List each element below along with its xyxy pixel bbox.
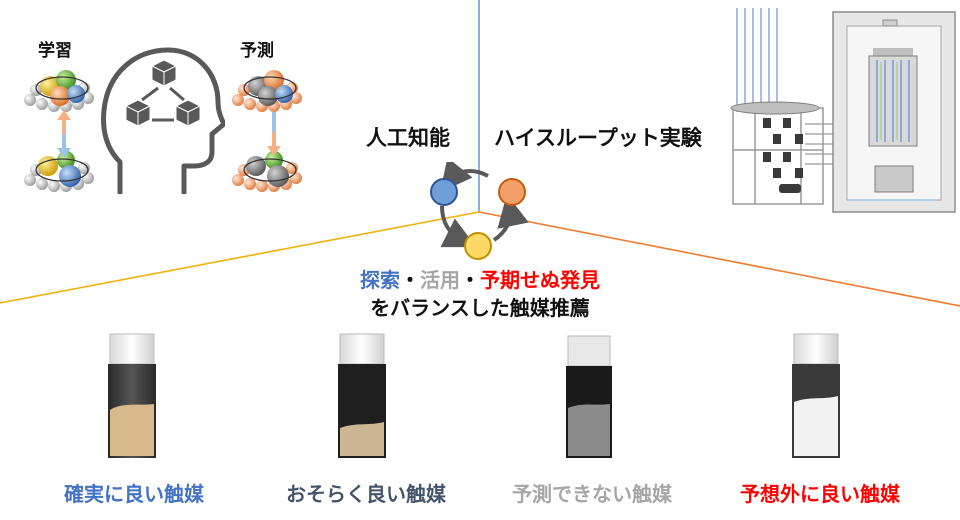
reactor-apparatus-icon [730, 8, 956, 213]
message-line2: をバランスした触媒推薦 [370, 296, 590, 320]
serendipity-text: 予期せぬ発見 [480, 268, 600, 292]
cluster-bottom-left [24, 151, 94, 192]
cycle-node-yellow [464, 232, 492, 260]
message-line1: 探索・活用・予期せぬ発見 [0, 264, 960, 293]
ai-heading: 人工知能 [366, 126, 450, 150]
cluster-top-left [24, 70, 94, 112]
caption-unexpected-good: 予想外に良い触媒 [740, 482, 900, 506]
explore-text: 探索 [360, 268, 400, 292]
vial-icon [792, 333, 840, 458]
cycle-node-blue [430, 178, 458, 206]
cluster-top-right [232, 70, 302, 112]
catalyst-cluster-icon [24, 70, 302, 192]
hte-heading: ハイスループット実験 [494, 126, 702, 150]
vial-icon [108, 333, 156, 458]
exploit-text: 活用 [420, 268, 460, 292]
caption-probably-good: おそらく良い触媒 [286, 482, 446, 506]
caption-certain-good: 確実に良い触媒 [64, 482, 204, 506]
cluster-bottom-right [232, 151, 302, 192]
left-diagonal-line [0, 211, 480, 304]
cycle-icon [430, 162, 529, 260]
brain-head-icon [101, 47, 225, 194]
cycle-node-orange [498, 178, 526, 206]
vial-icon [338, 333, 386, 458]
vial-icon [566, 335, 612, 458]
caption-unpredictable: 予測できない触媒 [512, 482, 672, 506]
learn-label: 学習 [38, 41, 72, 61]
right-diagonal-line [478, 211, 960, 307]
separator-dot: ・ [460, 268, 480, 292]
predict-label: 予測 [240, 41, 274, 61]
separator-dot: ・ [400, 268, 420, 292]
vial-row [108, 333, 840, 458]
